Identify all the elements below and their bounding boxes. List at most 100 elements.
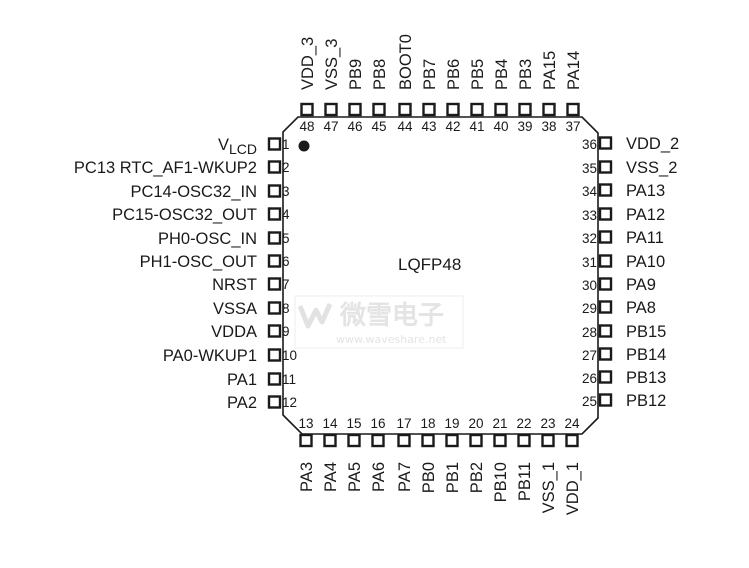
pin-pad: [598, 393, 613, 407]
pin-number: 17: [396, 416, 411, 431]
pin-pad: [469, 433, 483, 448]
pin-number: 38: [541, 119, 556, 134]
pin-label: PA0-WKUP1: [163, 347, 257, 365]
pin-number: 19: [444, 416, 459, 431]
pin-number: 35: [582, 161, 597, 176]
pin-label: PA15: [541, 51, 559, 90]
pin-top: 44 BOOT0: [397, 34, 415, 134]
pin-pad: [267, 324, 282, 338]
pin-number: 11: [282, 372, 296, 387]
pin1-marker-dot: [298, 140, 310, 152]
pin-label: PA9: [626, 276, 656, 294]
pin-pad: [598, 277, 613, 291]
pin-label: PB12: [626, 392, 666, 410]
pin-pad: [267, 395, 282, 409]
pin-number: 7: [282, 277, 290, 292]
pin-number: 18: [420, 416, 435, 431]
pin-number: 9: [282, 324, 290, 339]
pin-number: 37: [565, 119, 580, 134]
pin-pad: [267, 277, 282, 291]
pin-label: PA10: [626, 253, 665, 271]
pin-pad: [598, 254, 613, 268]
pin-number: 24: [564, 416, 580, 431]
pin-label: PB1: [444, 462, 462, 493]
pin-number: 41: [469, 119, 484, 134]
pin-label-subscript: LCD: [229, 141, 257, 157]
pin-label: BOOT0: [397, 34, 415, 90]
pin-label: PC15-OSC32_OUT: [112, 206, 257, 224]
pin-label: PB6: [445, 59, 463, 90]
pin-number: 21: [492, 416, 507, 431]
pin-label: PC13 RTC_AF1-WKUP2: [74, 159, 257, 177]
pin-label: VDD_2: [626, 135, 679, 153]
pin-label: NRST: [212, 276, 257, 294]
pin-label: PA3: [298, 462, 316, 492]
pin-pad: [267, 348, 282, 362]
pin-pad: [598, 370, 613, 384]
pin-number: 28: [582, 325, 597, 340]
pin-number: 42: [445, 119, 460, 134]
pin-label: VDD_1: [564, 462, 582, 515]
pin-number: 44: [397, 119, 413, 134]
pin-number: 26: [582, 371, 597, 386]
watermark: 微雪电子 www.waveshare.net: [294, 295, 464, 349]
pin-pad: [299, 433, 313, 448]
pin-label: PA14: [565, 51, 583, 90]
pin-pad: [598, 136, 613, 150]
package-name: LQFP48: [398, 255, 461, 274]
pin-label: VLCD: [218, 136, 257, 157]
pin-right: 32 PA11: [582, 229, 664, 247]
pin-label: PA6: [370, 462, 388, 492]
pin-label: PA5: [346, 462, 364, 492]
pin-number: 5: [282, 231, 290, 246]
pin-pad: [398, 102, 412, 117]
pin-label: PB0: [420, 462, 438, 493]
pin-label: VSS_1: [540, 462, 558, 513]
pin-number: 16: [370, 416, 385, 431]
pin-pad: [323, 433, 337, 448]
pin-label: PH1-OSC_OUT: [140, 253, 257, 271]
pin-right: 36 VDD_2: [582, 135, 679, 153]
pin-top: 42 PB6: [445, 59, 463, 134]
pin-pad: [372, 102, 386, 117]
pin-pad: [267, 372, 282, 386]
pin-number: 2: [282, 160, 290, 175]
pin-pad: [598, 347, 613, 361]
pin-pad: [267, 137, 282, 151]
pin-label: PA11: [626, 229, 664, 247]
pin-number: 10: [282, 348, 297, 363]
watermark-logo-icon: [297, 302, 333, 329]
pin-label: PB15: [626, 323, 666, 341]
pin-number: 34: [582, 184, 598, 199]
pin-number: 3: [282, 184, 290, 199]
pin-number: 32: [582, 231, 597, 246]
pin-pad: [598, 183, 613, 197]
pin-label: PB11: [516, 462, 534, 501]
pin-number: 36: [582, 137, 597, 152]
pin-pad: [267, 231, 282, 245]
pin-pad: [541, 433, 555, 448]
pin-label: PA2: [227, 394, 257, 412]
pin-pad: [445, 433, 459, 448]
pin-pad: [300, 102, 314, 117]
pin-right: 28 PB15: [582, 323, 666, 341]
pin-number: 25: [582, 394, 597, 409]
pin-label: PA1: [227, 371, 257, 389]
pin-number: 43: [421, 119, 436, 134]
pin-number: 27: [582, 348, 597, 363]
